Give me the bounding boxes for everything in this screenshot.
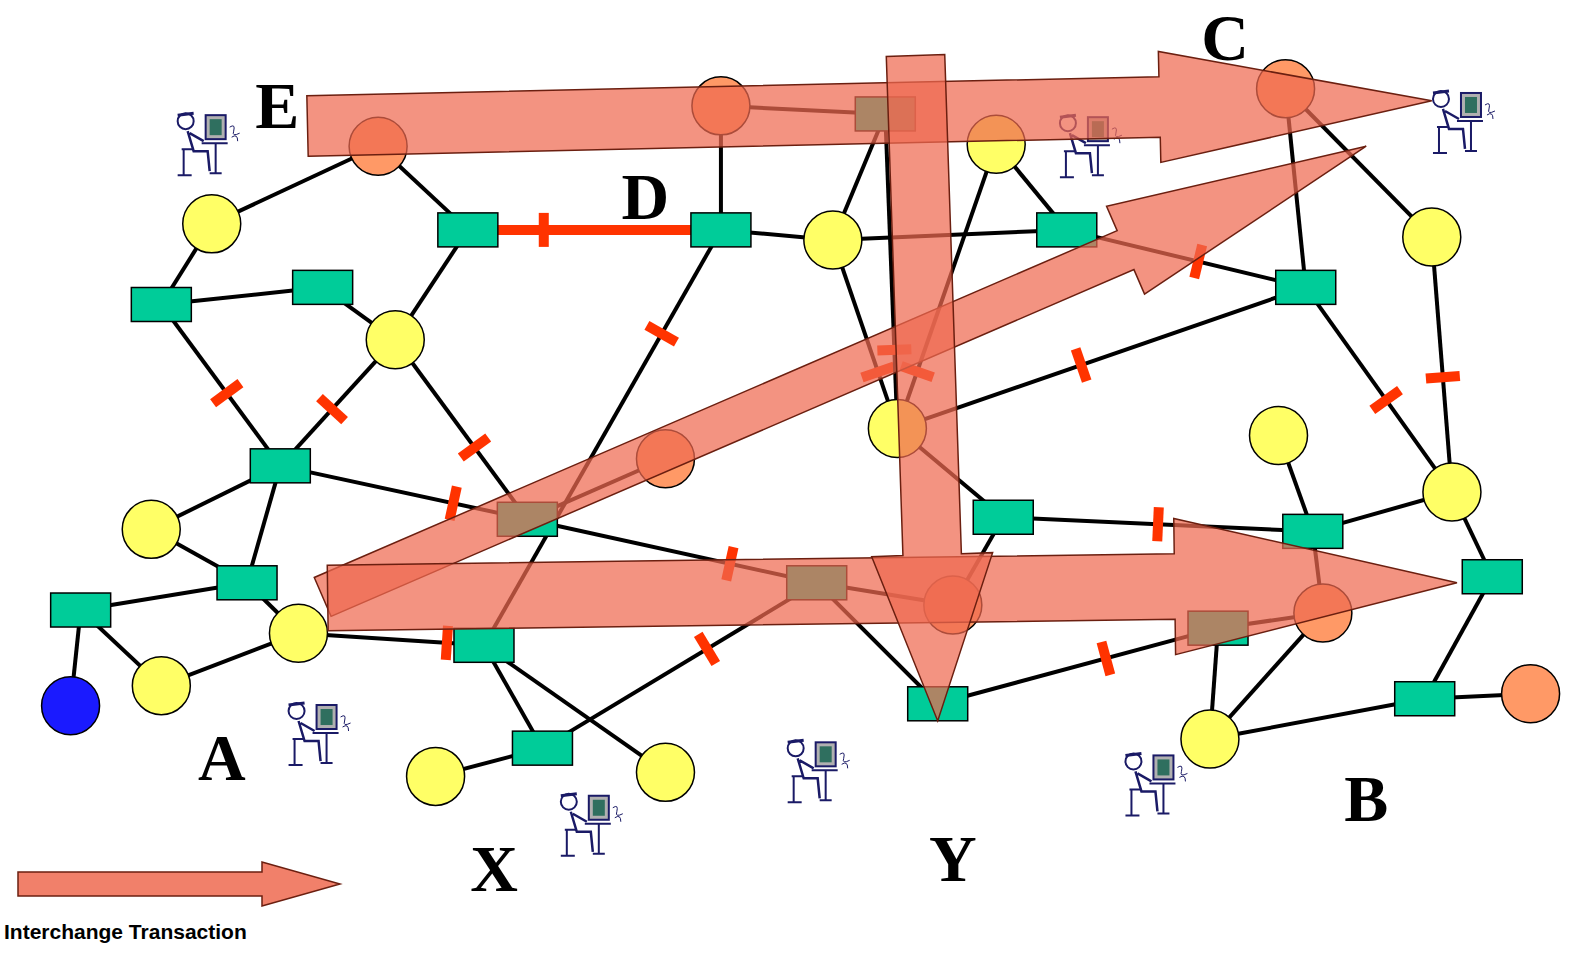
control-center [217, 566, 277, 600]
utility-region: D [535, 0, 1240, 464]
transactions [307, 51, 1457, 720]
operator-icon [1433, 91, 1495, 153]
bus-node [1502, 665, 1560, 723]
region-shape [709, 343, 1149, 918]
bus-node [1423, 463, 1481, 521]
operator-icon [788, 740, 850, 802]
control-center [293, 270, 353, 304]
link-line [395, 340, 527, 519]
bus-node [636, 743, 694, 801]
tie-mark [316, 394, 348, 424]
region-letter: Y [929, 826, 977, 892]
bus-node [42, 677, 100, 735]
bus-node [183, 195, 241, 253]
tie-mark [441, 626, 453, 661]
tie-mark [1369, 386, 1402, 414]
region-outline [313, 323, 789, 955]
bus-node [366, 311, 424, 369]
region-label-holder: Y [929, 826, 977, 892]
operators [178, 91, 1495, 856]
control-center [250, 449, 310, 483]
region-label-holder: C [1201, 5, 1249, 71]
bus-node [132, 657, 190, 715]
legend-arrow [18, 862, 340, 906]
region-outline [1029, 358, 1581, 889]
region-letter: A [198, 725, 246, 791]
region-outline [56, 10, 635, 494]
control-center [1283, 514, 1343, 548]
control-center [131, 288, 191, 322]
region-label-holder: X [470, 836, 518, 902]
region-letter: D [621, 164, 669, 230]
transaction-arrow [307, 51, 1432, 162]
region-shape [10, 377, 452, 809]
region-outline [998, 0, 1581, 464]
utility-region: X [313, 323, 789, 955]
bus-node [407, 747, 465, 805]
region-shape [1049, 376, 1581, 872]
link-line [1432, 237, 1452, 492]
network [42, 60, 1560, 806]
bus-node [1403, 208, 1461, 266]
control-center [973, 500, 1033, 534]
link-line [1210, 699, 1425, 739]
tie-mark [694, 632, 720, 666]
utility-region: A [0, 358, 472, 829]
legend-arrow-shape [18, 862, 340, 906]
tie-mark [539, 213, 549, 247]
tie-mark [1097, 641, 1116, 676]
transaction-arrow [872, 54, 993, 720]
region-outline [535, 0, 1240, 464]
tie-mark [458, 433, 491, 461]
link-line [484, 645, 665, 772]
control-center [1462, 560, 1522, 594]
region-shape [76, 30, 616, 474]
region-letter: E [255, 73, 299, 139]
link-line [1306, 287, 1452, 492]
tie-mark [1426, 371, 1461, 384]
utility-region: E [56, 10, 635, 494]
legend-label: Interchange Transaction [4, 920, 247, 943]
tie-mark [1071, 347, 1092, 382]
tie-mark [210, 379, 243, 407]
bus-node [1181, 710, 1239, 768]
region-shape [1016, 15, 1581, 448]
control-center [1276, 270, 1336, 304]
region-shape [555, 10, 1225, 444]
control-center [454, 628, 514, 662]
region-shape [332, 343, 769, 949]
control-center [1395, 682, 1455, 716]
operator-icon [561, 794, 623, 856]
utility-region: C [998, 0, 1581, 464]
utility-region: Y [691, 323, 1170, 938]
tie-mark [644, 321, 678, 347]
bus-node [1250, 407, 1308, 465]
operator-icon [289, 703, 351, 765]
control-center [1037, 213, 1097, 247]
region-label-holder: A [198, 725, 246, 791]
region-label-holder: E [255, 73, 299, 139]
region-label-holder: D [621, 164, 669, 230]
region-letter: C [1201, 5, 1249, 71]
region-label-holder: B [1344, 766, 1388, 832]
tie-mark [1152, 507, 1164, 541]
utility-region: B [1029, 358, 1581, 889]
link-line [161, 305, 280, 466]
operator-icon [178, 113, 240, 175]
legend-item: Interchange Transaction [4, 920, 247, 943]
region-letter: B [1344, 766, 1388, 832]
link-line [1425, 577, 1493, 699]
control-center [438, 213, 498, 247]
region-letter: X [470, 836, 518, 902]
control-center [51, 593, 111, 627]
operator-icon [1125, 753, 1187, 815]
link-line [468, 225, 721, 235]
control-center [691, 213, 751, 247]
bus-node [804, 211, 862, 269]
bus-node [122, 500, 180, 558]
control-center [512, 731, 572, 765]
bus-node [269, 604, 327, 662]
